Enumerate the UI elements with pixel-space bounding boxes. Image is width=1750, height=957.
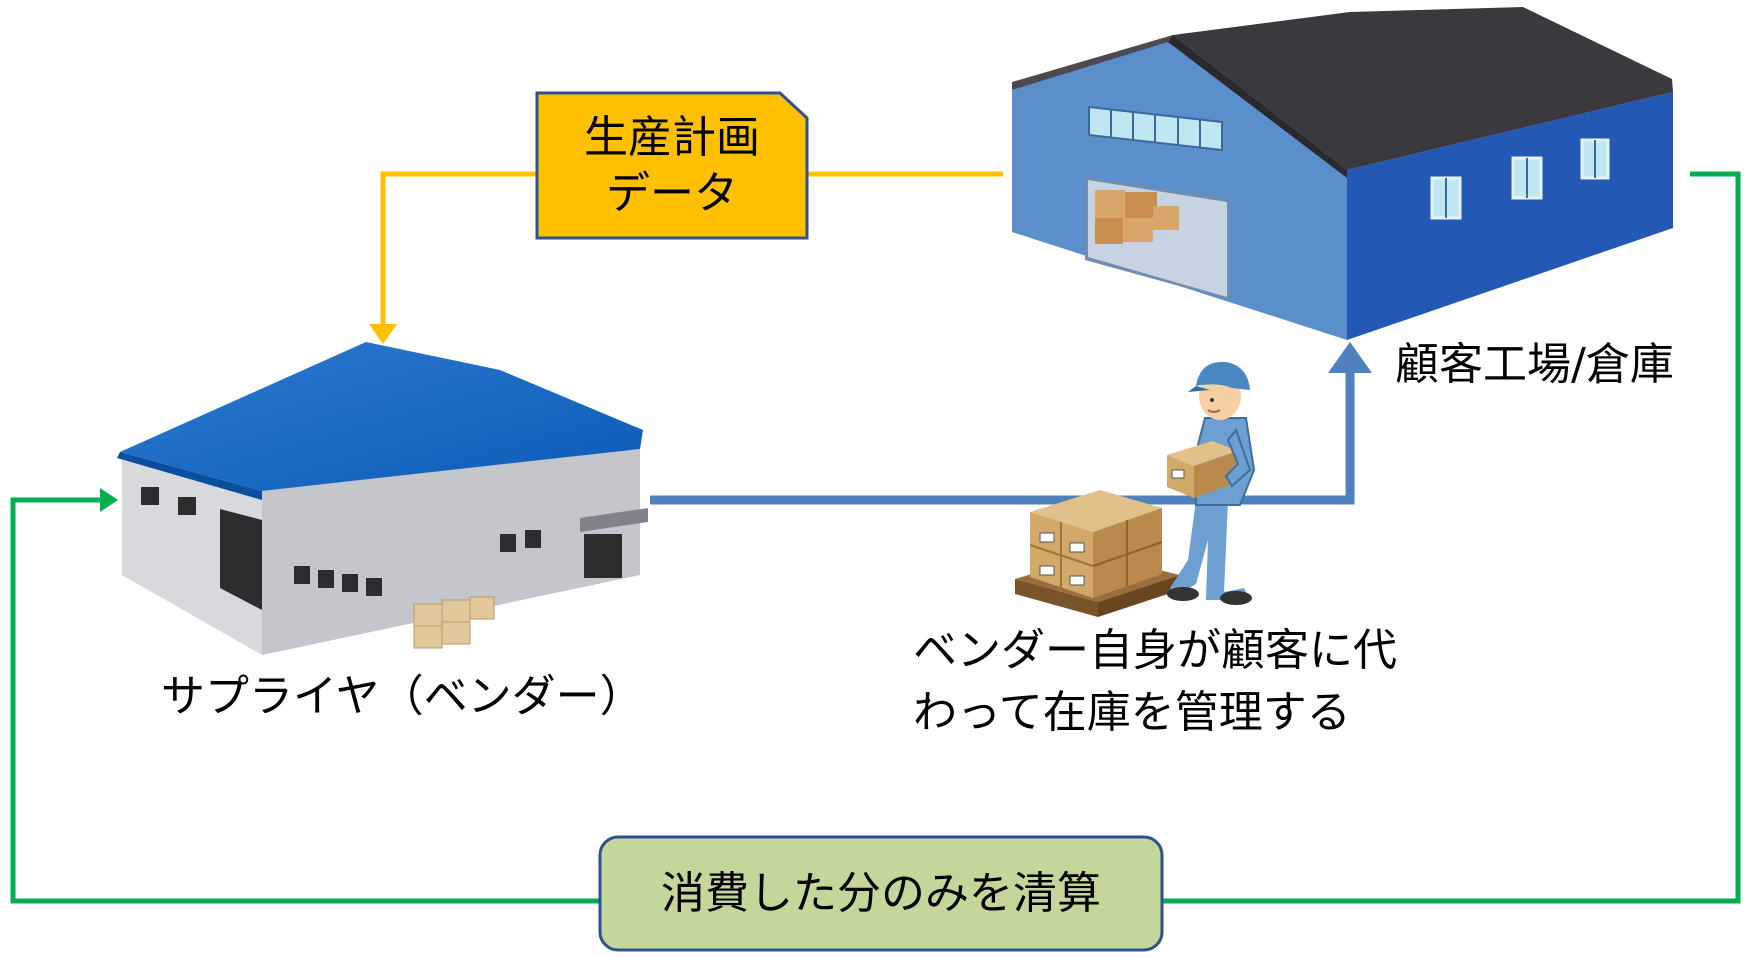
plan-data-line1: 生産計画 (584, 111, 760, 163)
customer-warehouse-illustration (1012, 7, 1673, 340)
plan-data-line2: データ (606, 167, 738, 219)
delivery-flow (650, 342, 1372, 505)
vendor-managed-inventory-caption: ベンダー自身が顧客に代 わって在庫を管理する (913, 620, 1397, 744)
plan-data-box (535, 91, 809, 240)
settlement-box (598, 835, 1164, 952)
vendor-caption-line2: わって在庫を管理する (913, 687, 1351, 738)
supplier-warehouse-illustration (117, 342, 648, 655)
settlement-label: 消費した分のみを清算 (661, 867, 1101, 919)
settlement-box-text: 消費した分のみを清算 (600, 837, 1162, 950)
worker-with-pallet-illustration (1015, 361, 1256, 617)
customer-warehouse-label: 顧客工場/倉庫 (1395, 339, 1674, 390)
vendor-caption-line1: ベンダー自身が顧客に代 (913, 625, 1397, 676)
supplier-label: サプライヤ（ベンダー） (161, 671, 644, 722)
plan-data-box-text: 生産計画 データ (537, 93, 807, 238)
